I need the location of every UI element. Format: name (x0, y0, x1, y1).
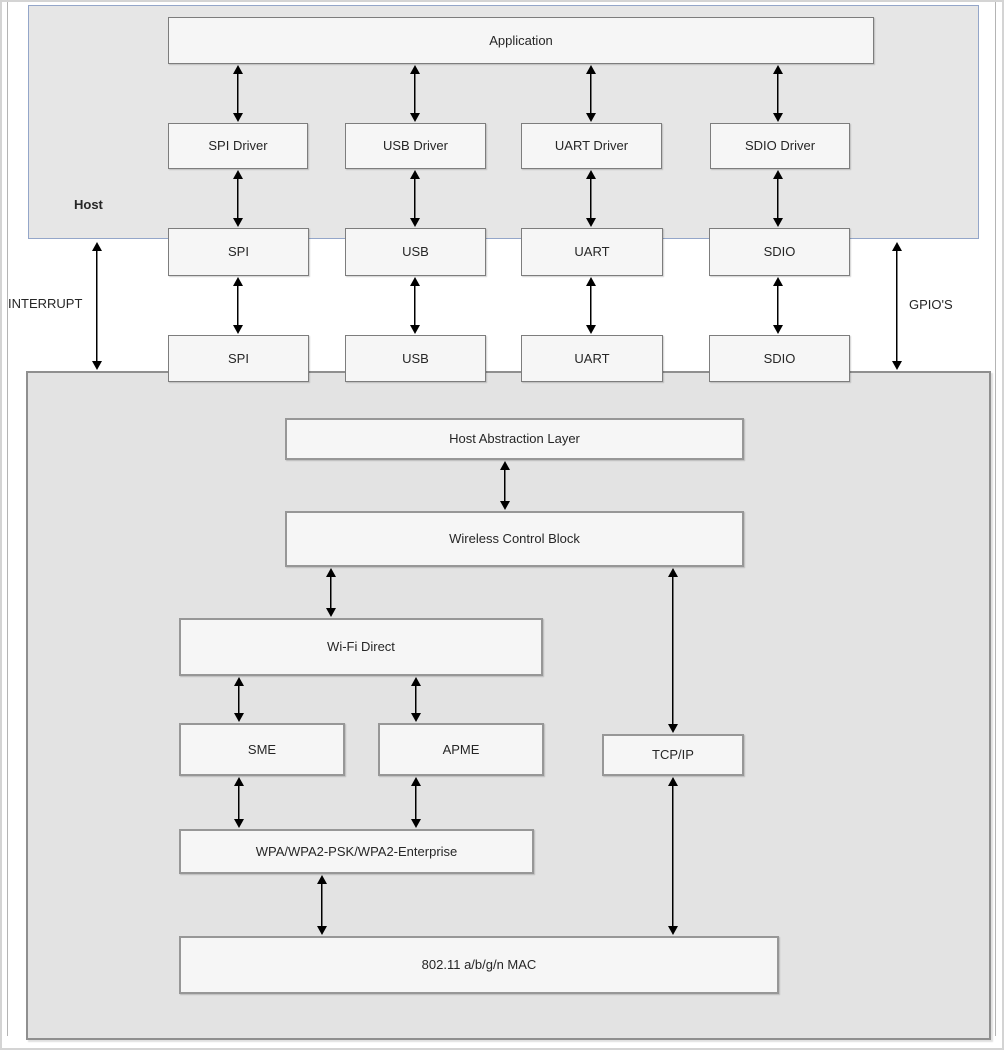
interrupt-arrow (91, 242, 103, 370)
arrow-wifi-sme (233, 677, 245, 722)
host-abstraction-layer-box: Host Abstraction Layer (285, 418, 744, 460)
chip-port-usb-box: USB (345, 335, 486, 382)
gpios-label: GPIO'S (909, 297, 953, 312)
arrow-application-usb-driver (409, 65, 421, 122)
interrupt-label: INTERRUPT (8, 296, 83, 311)
arrow-wcb-tcpip (667, 568, 679, 733)
arrow-application-spi-driver (232, 65, 244, 122)
arrow-host-chip-usb (409, 277, 421, 334)
arrow-application-uart-driver (585, 65, 597, 122)
arrow-uart-driver-port (585, 170, 597, 227)
application-box: Application (168, 17, 874, 64)
arrow-wifi-apme (410, 677, 422, 722)
gpios-arrow (891, 242, 903, 370)
page-frame-line-right (995, 2, 996, 1036)
arrow-hal-wcb (499, 461, 511, 510)
tcpip-box: TCP/IP (602, 734, 744, 776)
wifi-direct-box: Wi-Fi Direct (179, 618, 543, 676)
host-port-usb-box: USB (345, 228, 486, 276)
arrow-sdio-driver-port (772, 170, 784, 227)
sdio-driver-box: SDIO Driver (710, 123, 850, 169)
arrow-wpa-mac (316, 875, 328, 935)
wpa-box: WPA/WPA2-PSK/WPA2-Enterprise (179, 829, 534, 874)
arrow-usb-driver-port (409, 170, 421, 227)
arrow-sme-wpa (233, 777, 245, 828)
uart-driver-box: UART Driver (521, 123, 662, 169)
arrow-tcpip-mac (667, 777, 679, 935)
host-region-label: Host (74, 197, 103, 212)
arrow-spi-driver-port (232, 170, 244, 227)
chip-port-sdio-box: SDIO (709, 335, 850, 382)
host-port-uart-box: UART (521, 228, 663, 276)
arrow-host-chip-uart (585, 277, 597, 334)
sme-box: SME (179, 723, 345, 776)
arrow-host-chip-sdio (772, 277, 784, 334)
apme-box: APME (378, 723, 544, 776)
spi-driver-box: SPI Driver (168, 123, 308, 169)
usb-driver-box: USB Driver (345, 123, 486, 169)
arrow-host-chip-spi (232, 277, 244, 334)
chip-port-uart-box: UART (521, 335, 663, 382)
arrow-application-sdio-driver (772, 65, 784, 122)
host-port-spi-box: SPI (168, 228, 309, 276)
arrow-apme-wpa (410, 777, 422, 828)
mac-box: 802.11 a/b/g/n MAC (179, 936, 779, 994)
chip-port-spi-box: SPI (168, 335, 309, 382)
page-frame-line-left (7, 2, 8, 1036)
host-port-sdio-box: SDIO (709, 228, 850, 276)
wireless-control-block-box: Wireless Control Block (285, 511, 744, 567)
arrow-wcb-wifi-direct (325, 568, 337, 617)
